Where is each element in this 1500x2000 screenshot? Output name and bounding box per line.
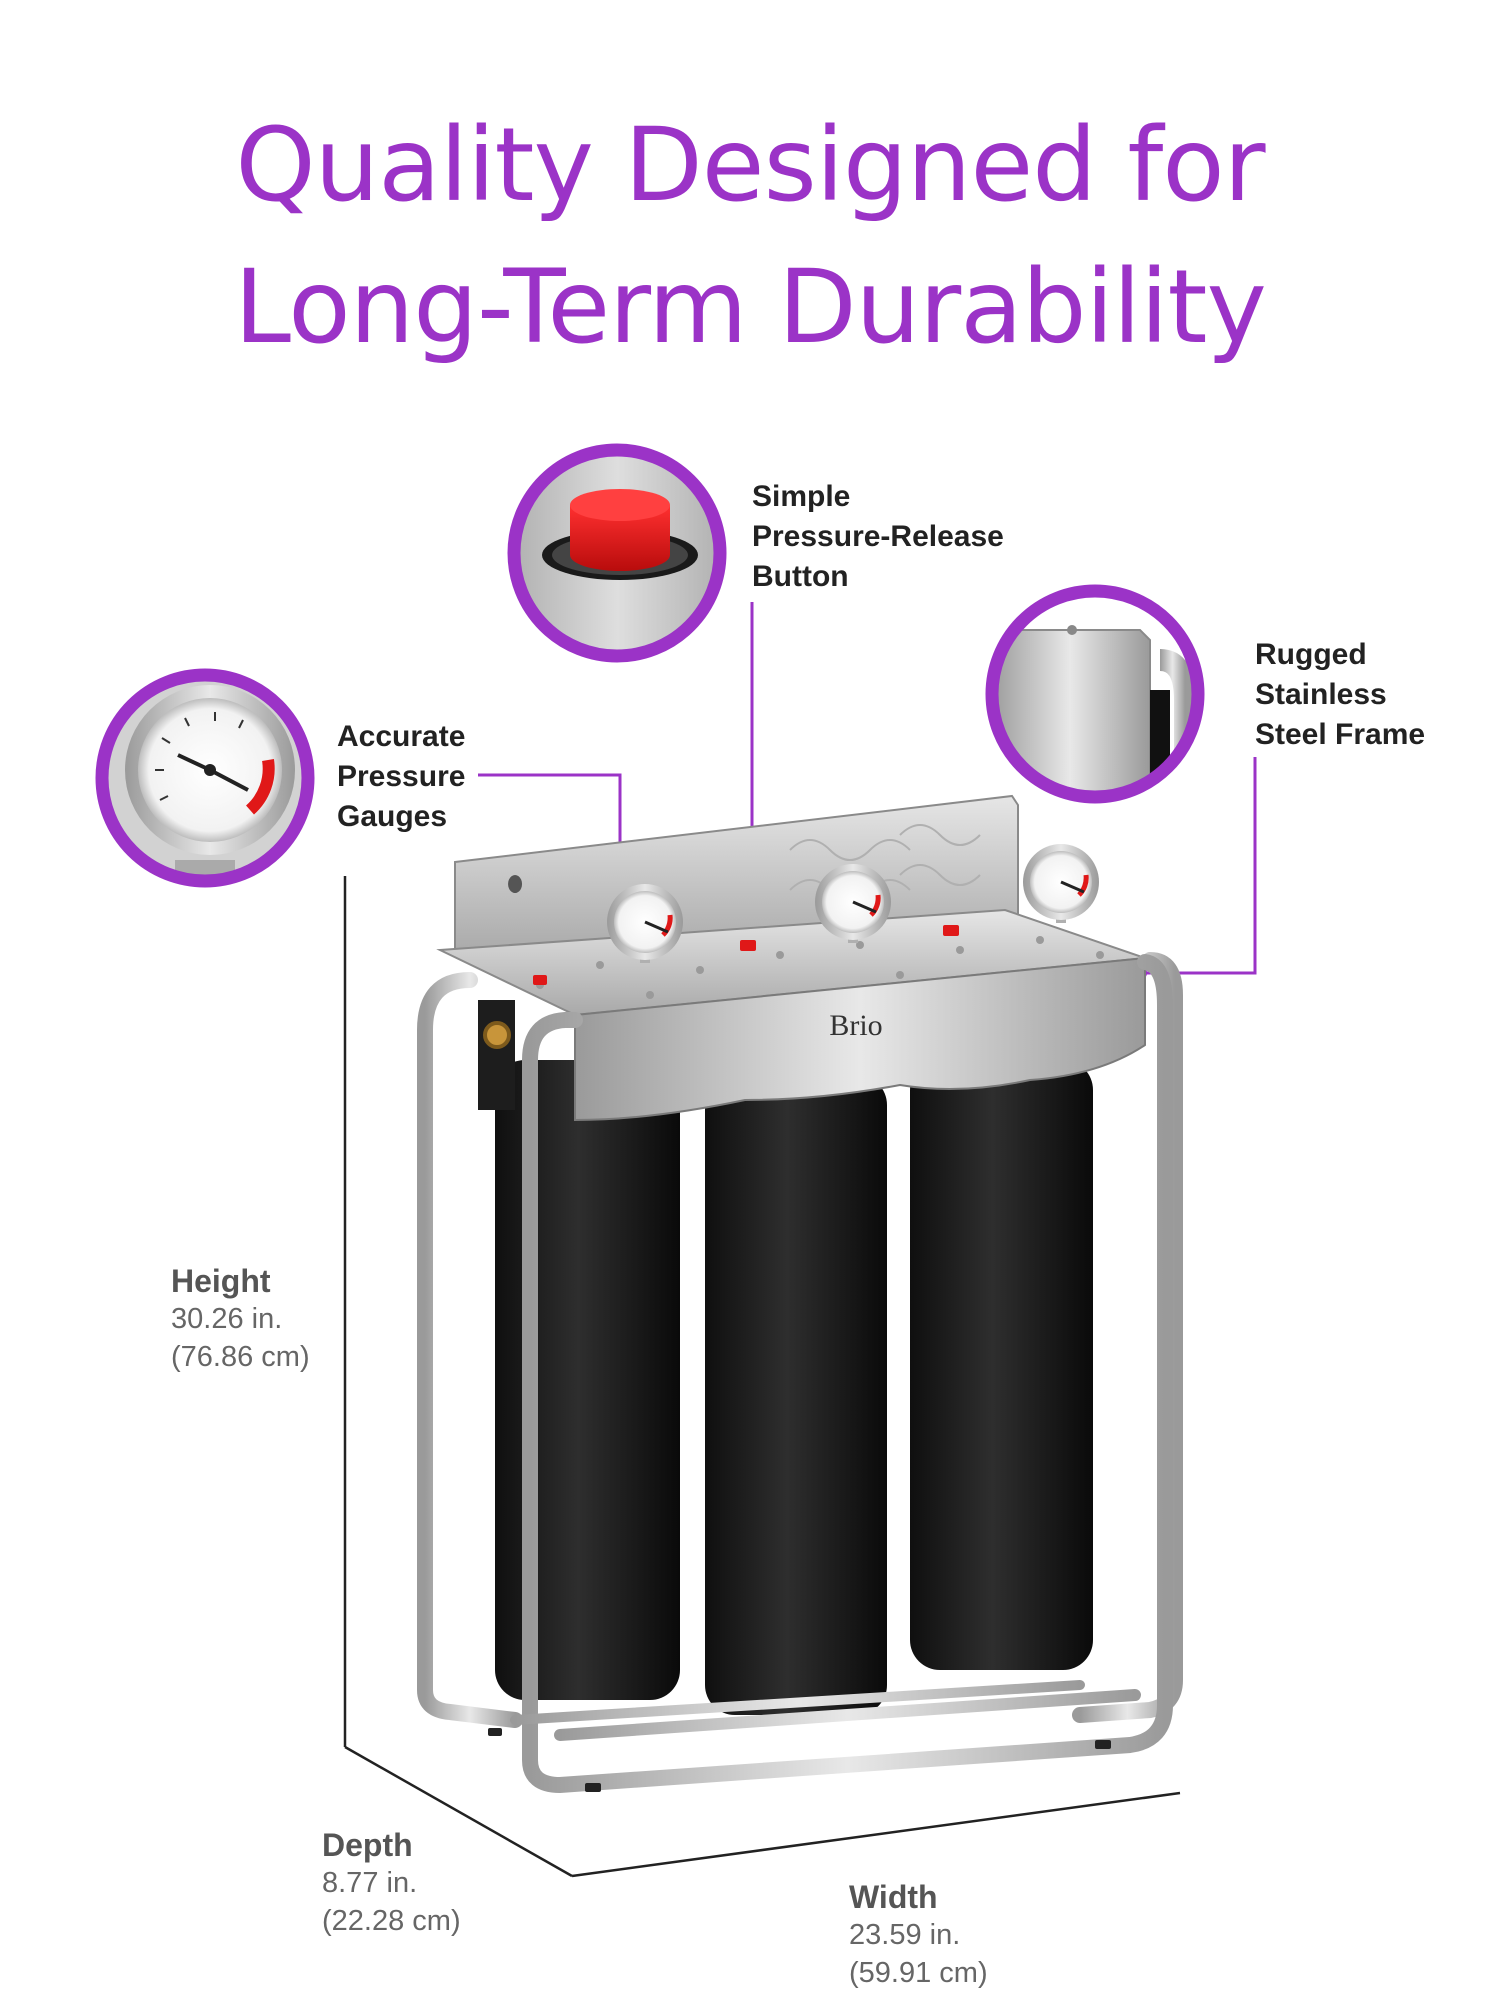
width-cm: (59.91 cm) xyxy=(849,1957,988,1989)
callout-pressure-gauges: Accurate Pressure Gauges xyxy=(337,717,465,837)
width-inches: 23.59 in. xyxy=(849,1919,961,1951)
headline: Quality Designed for Long-Term Durabilit… xyxy=(0,95,1500,379)
callout-line: Simple xyxy=(752,480,851,513)
width-label: Width xyxy=(849,1879,938,1915)
brand-logo: Brio xyxy=(829,1009,882,1042)
dimension-lines xyxy=(343,876,1181,1878)
pressure-gauges xyxy=(607,844,1099,963)
callout-line: Button xyxy=(752,560,849,593)
depth-label: Depth xyxy=(322,1827,413,1863)
inset-pressure-release-button xyxy=(507,443,727,663)
callout-line: Rugged xyxy=(1255,638,1367,671)
callout-line: Pressure xyxy=(337,760,466,793)
width-value: 23.59 in. (59.91 cm) xyxy=(849,1916,988,1992)
height-label: Height xyxy=(171,1263,271,1299)
height-value: 30.26 in. (76.86 cm) xyxy=(171,1300,310,1376)
front-frame xyxy=(510,954,1173,1794)
callout-line: Gauges xyxy=(337,800,448,833)
callout-line: Steel Frame xyxy=(1255,718,1426,751)
inset-steel-frame xyxy=(985,584,1205,804)
callout-line: Stainless xyxy=(1255,678,1387,711)
callout-steel-frame: Rugged Stainless Steel Frame xyxy=(1255,635,1425,755)
depth-cm: (22.28 cm) xyxy=(322,1905,461,1937)
height-inches: 30.26 in. xyxy=(171,1303,283,1335)
headline-line-1: Quality Designed for xyxy=(235,106,1265,225)
filter-cartridges xyxy=(478,1000,1093,1715)
callout-pressure-release-button: Simple Pressure-Release Button xyxy=(752,477,1004,597)
headline-line-2: Long-Term Durability xyxy=(234,248,1267,367)
depth-value: 8.77 in. (22.28 cm) xyxy=(322,1864,461,1940)
depth-inches: 8.77 in. xyxy=(322,1867,418,1899)
callout-line: Pressure-Release xyxy=(752,520,1004,553)
height-cm: (76.86 cm) xyxy=(171,1341,310,1373)
inset-pressure-gauge xyxy=(95,668,315,888)
callout-line: Accurate xyxy=(337,720,466,753)
